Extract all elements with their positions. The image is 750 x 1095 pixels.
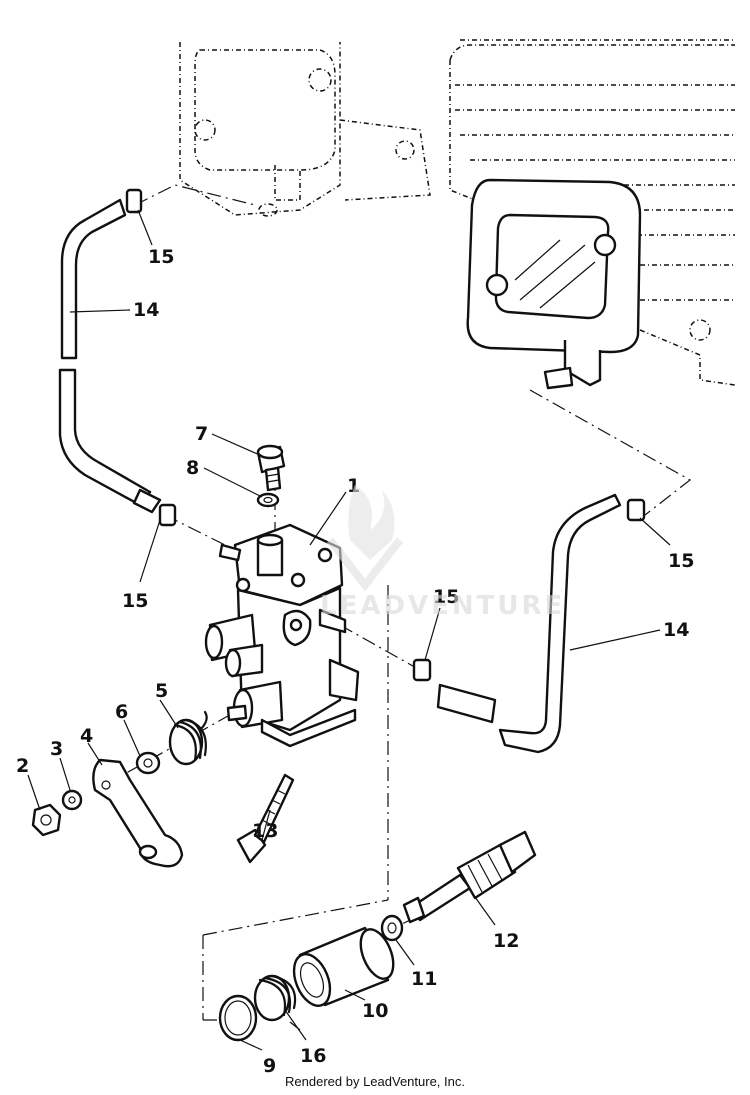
- callout-15-top: 15: [148, 246, 174, 268]
- watermark-logo: LEADVENTURE: [320, 485, 565, 621]
- callout-13: 13: [252, 820, 278, 842]
- fuel-hose-upper-left: [58, 198, 162, 514]
- fuel-pump: [204, 523, 360, 748]
- thrust-washer: [380, 914, 404, 942]
- lever-arm: [92, 758, 184, 868]
- hose-clamp: [125, 188, 646, 682]
- lock-washer: [61, 789, 83, 811]
- o-ring: [218, 994, 258, 1042]
- leader-lines: [27, 209, 671, 1051]
- callout-15-left: 15: [122, 590, 148, 612]
- bolt: [256, 444, 286, 492]
- screw: [236, 773, 295, 864]
- watermark-text: LEADVENTURE: [320, 591, 565, 621]
- callout-7: 7: [195, 423, 208, 445]
- bushing-sleeve: [292, 926, 395, 1007]
- engine-cylinder-right-ghost: [449, 39, 736, 386]
- callout-14-upper: 14: [133, 299, 159, 321]
- washer-6: [135, 751, 161, 775]
- callout-15-right: 15: [668, 550, 694, 572]
- callout-2: 2: [16, 755, 29, 777]
- callout-labels: 1 2 3 4 5 6 7 8 9 10 11 12 13 14 14 15 1…: [16, 246, 694, 1077]
- callout-14-right: 14: [663, 619, 689, 641]
- callout-16: 16: [300, 1045, 326, 1067]
- callout-5: 5: [155, 680, 168, 702]
- callout-11: 11: [411, 968, 437, 990]
- fuel-hose-right: [436, 493, 622, 754]
- exhaust-flange: [466, 178, 642, 390]
- callout-9: 9: [263, 1055, 276, 1077]
- callout-6: 6: [115, 701, 128, 723]
- callout-8: 8: [186, 457, 199, 479]
- callout-10: 10: [362, 1000, 388, 1022]
- callout-12: 12: [493, 930, 519, 952]
- callout-3: 3: [50, 738, 63, 760]
- footer-credit: Rendered by LeadVenture, Inc.: [285, 1074, 465, 1089]
- nut: [31, 803, 62, 837]
- engine-cylinder-left-ghost: [179, 42, 431, 217]
- callout-4: 4: [80, 725, 93, 747]
- coil-spring: [253, 974, 297, 1022]
- callout-15-mid: 15: [433, 586, 459, 608]
- drive-shaft: [402, 830, 537, 924]
- spring: [168, 710, 208, 766]
- washer: [256, 492, 280, 508]
